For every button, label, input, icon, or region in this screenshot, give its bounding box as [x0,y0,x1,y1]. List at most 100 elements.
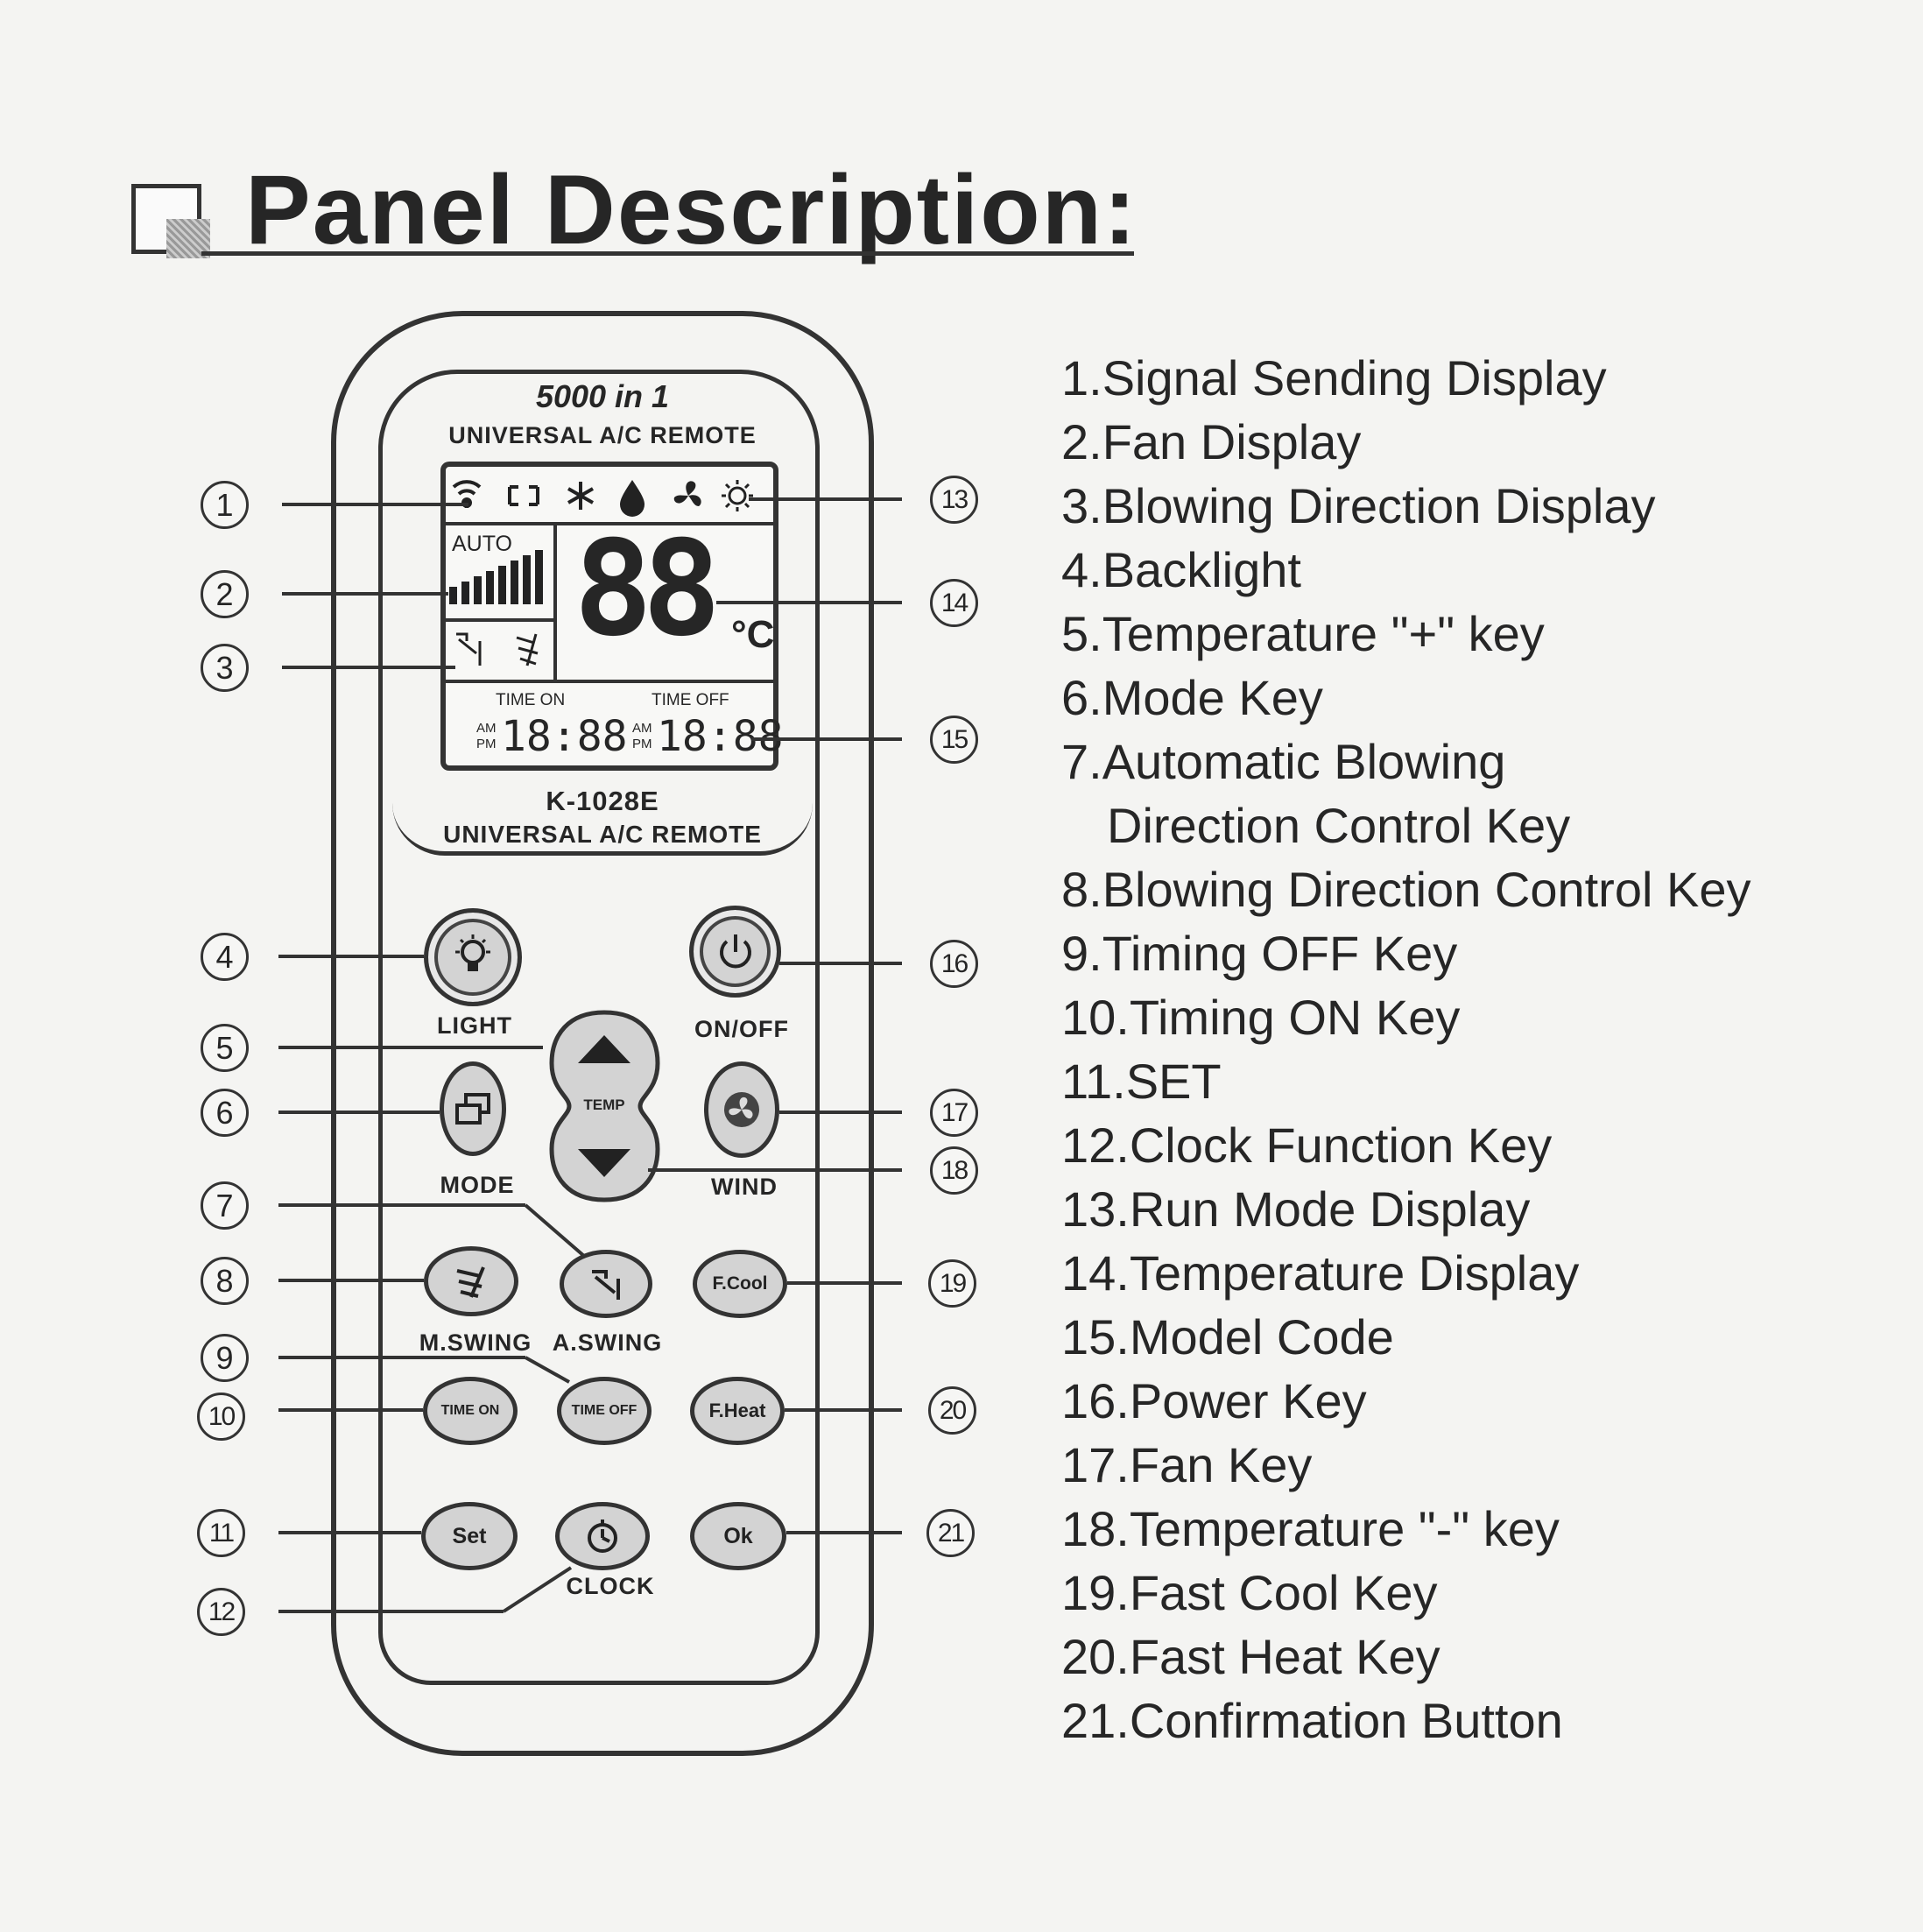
callout-7: 7 [201,1181,249,1230]
auto-swing-icon [456,632,482,666]
description-item: 3.Blowing Direction Display [1061,478,1656,533]
description-item: 16.Power Key [1061,1373,1367,1428]
time-off-label: TIME OFF [652,691,729,709]
manual-swing-icon [456,1266,485,1298]
onoff-label: ON/OFF [694,1016,789,1042]
temp-down-arrow-icon [578,1149,630,1177]
callout-17: 17 [930,1089,978,1137]
mswing-button[interactable] [424,1246,518,1316]
lcd-display [440,462,778,771]
temperature-digits: 88 [574,513,722,666]
description-item: 13.Run Mode Display [1061,1181,1531,1237]
callout-18: 18 [930,1146,978,1195]
pm-indicator: PM [632,737,652,751]
timeoff-button[interactable]: TIME OFF [557,1377,652,1445]
description-item: 6.Mode Key [1061,670,1323,725]
time-on-digits: 18:88 [501,712,628,761]
description-item: 7.Automatic Blowing [1061,734,1506,789]
fan-icon [673,481,701,506]
am-indicator: AM [476,721,497,736]
description-item: 21.Confirmation Button [1061,1693,1563,1748]
callout-11: 11 [197,1509,245,1557]
description-item: 15.Model Code [1061,1309,1394,1364]
description-item: 10.Timing ON Key [1061,990,1461,1045]
time-off-digits: 18:88 [657,712,784,761]
callout-1: 1 [201,481,249,529]
clock-label: CLOCK [566,1573,655,1599]
description-item: 8.Blowing Direction Control Key [1061,862,1751,917]
lcd-frame [392,370,813,856]
set-button[interactable]: Set [421,1502,518,1570]
callout-14: 14 [930,579,978,627]
description-item: 11.SET [1061,1054,1222,1109]
light-button[interactable] [424,908,522,1006]
callout-19: 19 [928,1259,976,1308]
mode-icon [455,1093,490,1125]
description-item: 18.Temperature "-" key [1061,1501,1560,1556]
drop-icon [620,480,645,517]
power-icon [719,934,751,968]
description-list: 1.Signal Sending Display 2.Fan Display 3… [1061,346,1849,1752]
description-item: 9.Timing OFF Key [1061,926,1458,981]
callout-3: 3 [201,644,249,692]
callout-4: 4 [201,933,249,981]
am-indicator: AM [632,721,652,736]
fheat-button[interactable]: F.Heat [690,1377,785,1445]
brand-top: 5000 in 1 [535,378,670,414]
mode-button[interactable] [440,1061,506,1156]
callout-10: 10 [197,1393,245,1441]
power-button[interactable] [689,906,781,998]
time-on-label: TIME ON [496,691,566,709]
lcd-divider [446,680,773,683]
page-title: Panel Description: [245,155,1138,264]
fan-icon [724,1092,759,1127]
lightbulb-icon [455,934,490,971]
description-item: 12.Clock Function Key [1061,1118,1553,1173]
description-item: 1.Signal Sending Display [1061,350,1607,405]
temp-rocker[interactable] [549,1009,660,1203]
lcd-divider [553,524,557,681]
description-item: 4.Backlight [1061,542,1301,597]
title-underline [201,251,1134,256]
description-item: 17.Fan Key [1061,1437,1313,1492]
callout-12: 12 [197,1588,245,1636]
callout-8: 8 [201,1257,249,1305]
callout-6: 6 [201,1089,249,1137]
sun-icon [722,480,753,511]
fcool-button[interactable]: F.Cool [693,1250,787,1318]
swing-icon [508,485,539,506]
manual-swing-icon [516,633,539,666]
callout-13: 13 [930,476,978,524]
ok-button[interactable]: Ok [690,1502,786,1570]
wind-button[interactable] [704,1061,779,1158]
timeon-button[interactable]: TIME ON [423,1377,518,1445]
callout-16: 16 [930,940,978,988]
mode-label: MODE [440,1172,515,1198]
temp-up-arrow-icon [578,1035,630,1063]
aswing-button[interactable] [560,1250,652,1318]
description-item: 19.Fast Cool Key [1061,1565,1438,1620]
clock-button[interactable] [555,1502,650,1570]
description-item: 14.Temperature Display [1061,1245,1580,1301]
auto-swing-icon [592,1270,620,1300]
callout-5: 5 [201,1024,249,1072]
light-label: LIGHT [437,1012,512,1039]
mswing-label: M.SWING [419,1329,532,1356]
model-code: K-1028E [546,786,659,816]
remote-outline [331,311,874,1756]
temp-label: TEMP [583,1096,625,1113]
snowflake-icon [567,482,594,510]
fan-speed-bars [449,550,543,604]
lcd-divider [446,618,555,622]
remote-inner-panel [378,370,820,1685]
callout-15: 15 [930,716,978,764]
description-item: 5.Temperature "+" key [1061,606,1545,661]
callout-21: 21 [926,1509,975,1557]
aswing-label: A.SWING [552,1329,663,1356]
celsius-unit: °C [731,613,775,656]
wind-label: WIND [711,1174,778,1200]
callout-2: 2 [201,570,249,618]
brand-subtitle: UNIVERSAL A/C REMOTE [448,422,757,448]
